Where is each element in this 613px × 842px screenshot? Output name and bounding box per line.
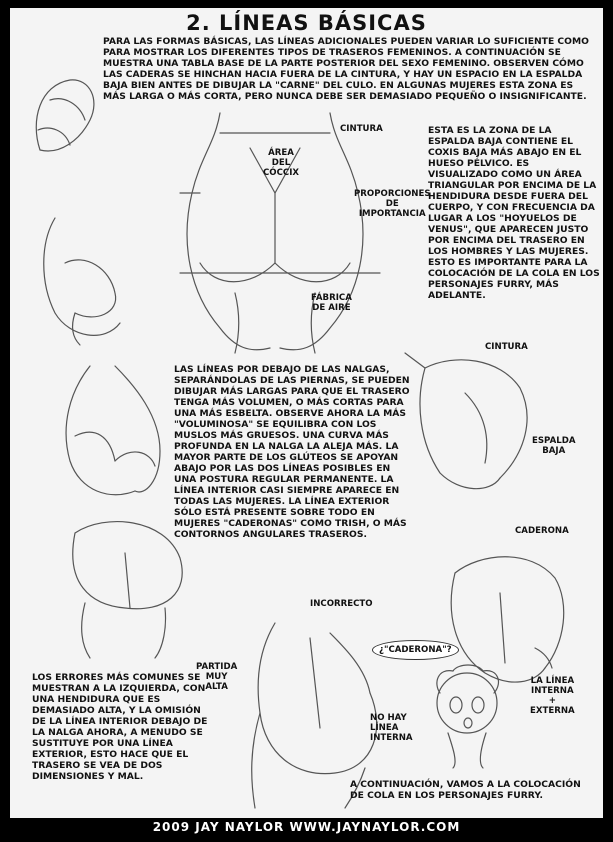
label-partida-alta: PARTIDA MUY ALTA: [196, 662, 238, 692]
label-caderona-question: ¿"CADERONA"?: [372, 640, 459, 660]
intro-text: PARA LAS FORMAS BÁSICAS, LAS LÍNEAS ADIC…: [103, 36, 589, 102]
sketch-right-mid: [404, 352, 528, 490]
sketch-rear-main: [179, 112, 381, 354]
comic-page: 2. LÍNEAS BÁSICAS: [10, 8, 603, 818]
label-proporciones: PROPORCIONES DE IMPORTANCIA: [354, 189, 431, 219]
label-caderona: CADERONA: [515, 526, 569, 536]
sketch-incorrect: [251, 622, 378, 809]
sketch-mid-left: [65, 365, 161, 496]
label-linea-interna-externa: LA LÍNEA INTERNA + EXTERNA: [530, 676, 575, 716]
sketch-top-left: [35, 79, 95, 152]
lower-back-text: ESTA ES LA ZONA DE LA ESPALDA BAJA CONTI…: [428, 125, 600, 301]
label-fabrica-aire: FÁBRICA DE AIRE: [311, 293, 352, 313]
buttock-lines-text: LAS LÍNEAS POR DEBAJO DE LAS NALGAS, SEP…: [174, 364, 410, 540]
label-area-coccix: ÁREA DEL CÓCCIX: [263, 148, 300, 178]
label-incorrecto: INCORRECTO: [310, 599, 373, 609]
footer-credit: 2009 JAY NAYLOR WWW.JAYNAYLOR.COM: [152, 820, 461, 834]
label-cintura-right: CINTURA: [485, 342, 528, 352]
sketch-left-3: [72, 521, 183, 659]
label-no-hay-linea: NO HAY LÍNEA INTERNA: [370, 713, 413, 743]
page-title: 2. LÍNEAS BÁSICAS: [186, 11, 427, 35]
common-errors-text: LOS ERRORES MÁS COMUNES SE MUESTRAN A LA…: [32, 672, 208, 782]
sketch-caderona: [450, 556, 565, 683]
label-cintura-top: CINTURA: [340, 124, 383, 134]
sketch-left-2: [43, 217, 121, 346]
label-espalda-baja: ESPALDA BAJA: [532, 436, 576, 456]
sketch-character-face: [436, 664, 500, 769]
next-step-text: A CONTINUACIÓN, VAMOS A LA COLOCACIÓN DE…: [350, 779, 581, 801]
